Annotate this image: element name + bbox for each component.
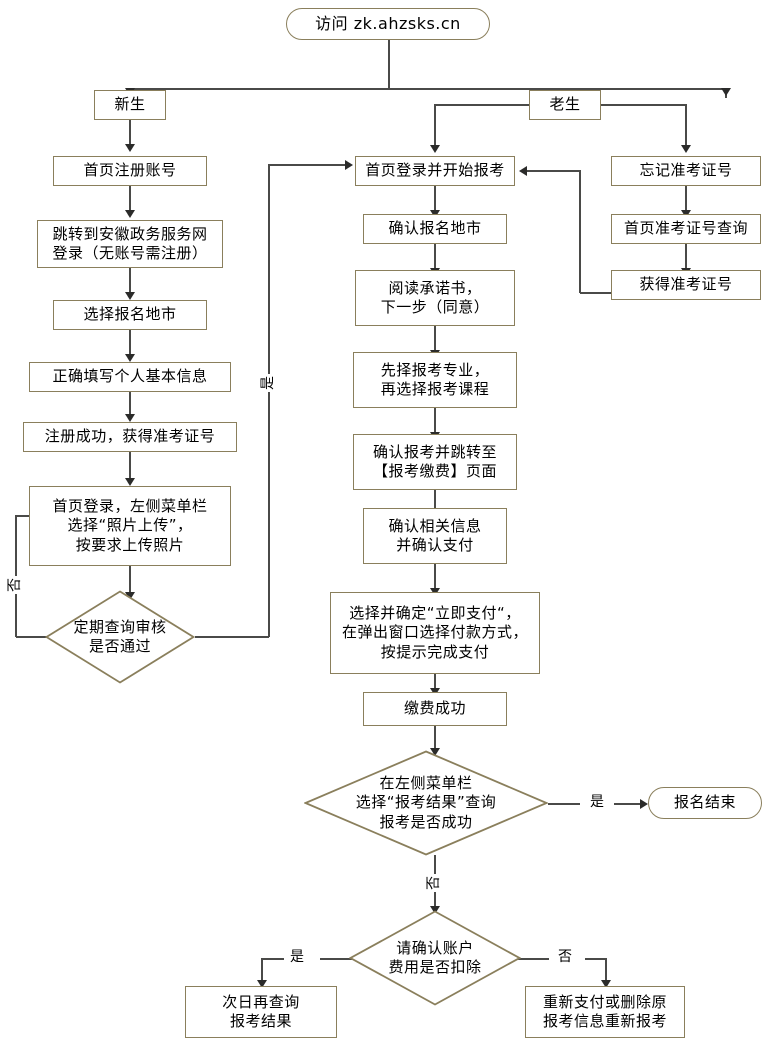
edge-m7-m8 (434, 674, 436, 692)
diamond-shape-deduction (349, 910, 521, 1006)
node-check-deduction-label: 请确认账户 费用是否扣除 (388, 938, 482, 976)
arrow-n4-n5 (125, 414, 135, 422)
arrow-n2-n3 (125, 292, 135, 300)
node-confirm-city[interactable]: 确认报名地市 (363, 214, 507, 244)
arrow-m8-m9 (430, 748, 440, 756)
edge-old-right-down (685, 104, 687, 146)
edge-m2-m3 (434, 244, 436, 270)
arrow-audit-yes-to-m1 (345, 160, 353, 170)
node-audit-check[interactable]: 定期查询审核 是否通过 (45, 590, 195, 684)
node-confirm-info-pay[interactable]: 确认相关信息 并确认支付 (363, 508, 507, 564)
edge-m1-m2 (434, 186, 436, 212)
edge-m9-yes-2 (614, 803, 642, 805)
edge-m8-m9 (434, 726, 436, 750)
edge-old-down (434, 104, 436, 146)
edge-b1-yes-h1 (320, 958, 372, 960)
node-select-city[interactable]: 选择报名地市 (53, 300, 207, 330)
arrow-b1-to-b3 (601, 980, 611, 988)
edge-b1-no-h1 (497, 958, 549, 960)
node-old-student[interactable]: 老生 (529, 90, 601, 120)
arrow-m9-to-end (640, 799, 648, 809)
diamond-shape-result (304, 750, 548, 856)
edge-label-result-yes: 是 (588, 794, 606, 810)
node-register-account[interactable]: 首页注册账号 (53, 156, 207, 186)
edge-start-down (388, 40, 390, 90)
edge-o3-left (580, 292, 628, 294)
node-new-student[interactable]: 新生 (94, 90, 166, 120)
node-register-success[interactable]: 注册成功，获得准考证号 (23, 422, 237, 452)
node-check-deduction[interactable]: 请确认账户 费用是否扣除 (349, 910, 521, 1006)
edge-audit-yes-right (195, 636, 269, 638)
edge-n1-n2 (129, 186, 131, 212)
edge-o3-into-m1 (527, 170, 580, 172)
edge-o2-o3 (685, 244, 687, 270)
arrow-o3-to-m1 (519, 166, 527, 176)
node-forgot-ticket[interactable]: 忘记准考证号 (611, 156, 761, 186)
edge-old-left (435, 104, 531, 106)
edge-label-audit-no: 否 (7, 576, 23, 594)
arrow-n1-n2 (125, 210, 135, 218)
node-payment-success[interactable]: 缴费成功 (363, 692, 507, 726)
edge-b1-yes-down (261, 958, 263, 982)
arrow-old-to-m1 (430, 145, 440, 153)
arrow-to-old-student (721, 88, 731, 96)
node-repay-or-redo[interactable]: 重新支付或删除原 报考信息重新报考 (525, 986, 685, 1038)
edge-label-deduct-yes: 是 (288, 949, 306, 965)
edge-label-deduct-no: 否 (556, 949, 574, 965)
edge-audit-yes-into-m1 (268, 164, 345, 166)
node-upload-photo[interactable]: 首页登录，左侧菜单栏 选择“照片上传”， 按要求上传照片 (29, 486, 231, 566)
edge-old-right (591, 104, 687, 106)
node-get-ticket[interactable]: 获得准考证号 (611, 270, 761, 300)
arrow-m9-to-b1 (430, 906, 440, 914)
arrow-n6-n7 (125, 592, 135, 600)
node-fill-personal-info[interactable]: 正确填写个人基本信息 (29, 362, 231, 392)
edge-m4-m5 (434, 408, 436, 434)
edge-n6-n7 (129, 566, 131, 594)
edge-m6-m7 (434, 564, 436, 590)
edge-audit-no-left (16, 636, 64, 638)
node-requery-next-day[interactable]: 次日再查询 报考结果 (185, 986, 337, 1038)
node-check-apply-result-label: 在左侧菜单栏 选择“报考结果”查询 报考是否成功 (355, 774, 497, 831)
edge-m3-m4 (434, 326, 436, 352)
edge-o3-up (579, 170, 581, 293)
node-end[interactable]: 报名结束 (648, 787, 762, 819)
node-audit-check-label: 定期查询审核 是否通过 (73, 617, 167, 655)
node-query-ticket[interactable]: 首页准考证号查询 (611, 214, 761, 244)
edge-n5-n6 (129, 452, 131, 480)
diamond-shape-audit (45, 590, 195, 684)
arrow-b1-to-b2 (257, 980, 267, 988)
arrow-n3-n4 (125, 354, 135, 362)
edge-m9-yes (548, 803, 580, 805)
node-read-commitment[interactable]: 阅读承诺书， 下一步（同意） (355, 270, 515, 326)
node-confirm-apply-payment-page[interactable]: 确认报考并跳转至 【报考缴费】页面 (353, 434, 517, 490)
arrow-old-to-o1 (681, 145, 691, 153)
edge-n4-n5 (129, 392, 131, 416)
node-pay-now-flow[interactable]: 选择并确定“立即支付“， 在弹出窗口选择付款方式， 按提示完成支付 (330, 592, 540, 674)
edge-o1-o2 (685, 186, 687, 212)
edge-top-bus (130, 88, 726, 90)
edge-label-audit-yes: 是 (260, 374, 276, 392)
arrow-n5-n6 (125, 478, 135, 486)
node-start[interactable]: 访问 zk.ahzsks.cn (286, 8, 490, 40)
node-jump-ahzwfw[interactable]: 跳转到安徽政务服务网 登录（无账号需注册） (37, 220, 223, 268)
edge-new-n1 (129, 120, 131, 146)
edge-audit-yes-up (268, 164, 270, 637)
edge-b1-no-h2 (585, 958, 607, 960)
edge-label-result-no: 否 (426, 874, 442, 892)
node-select-major-course[interactable]: 先择报考专业， 再选择报考课程 (353, 352, 517, 408)
edge-b1-no-down (605, 958, 607, 982)
node-check-apply-result[interactable]: 在左侧菜单栏 选择“报考结果”查询 报考是否成功 (304, 750, 548, 856)
edge-n2-n3 (129, 268, 131, 294)
edge-n3-n4 (129, 330, 131, 356)
edge-b1-yes-h2 (262, 958, 284, 960)
arrow-new-n1 (125, 144, 135, 152)
node-login-start[interactable]: 首页登录并开始报考 (355, 156, 515, 186)
edge-m5-m6 (434, 490, 436, 516)
